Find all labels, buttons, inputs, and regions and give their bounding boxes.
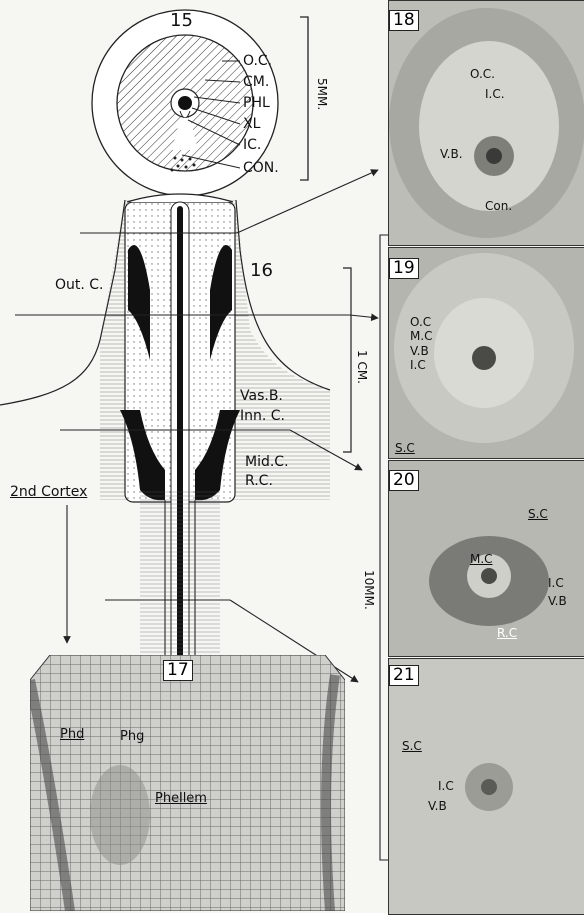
fig17-number: 17 — [163, 660, 193, 681]
fig17-label-phellem: Phellem — [155, 792, 207, 805]
fig19-label-sc: S.C — [395, 442, 415, 454]
fig19-label-mc: M.C — [410, 330, 433, 342]
fig20-number: 20 — [389, 470, 419, 491]
fig21-label-ic: I.C — [438, 780, 454, 792]
fig18-number: 18 — [389, 10, 419, 31]
fig17-label-phg: Phg — [120, 730, 144, 743]
fig19-number: 19 — [389, 258, 419, 279]
fig21-photomicrograph — [388, 658, 584, 915]
fig21-label-sc: S.C — [402, 740, 422, 752]
fig19-label-vb: V.B — [410, 345, 429, 357]
fig21-number: 21 — [389, 665, 419, 686]
fig20-label-vb: V.B — [548, 595, 567, 607]
fig21-label-vb: V.B — [428, 800, 447, 812]
fig20-label-mc: M.C — [470, 553, 493, 565]
fig19-label-ic: I.C — [410, 359, 426, 371]
fig18-label-con: Con. — [485, 200, 512, 212]
fig18-label-oc: O.C. — [470, 68, 495, 80]
fig19-label-oc: O.C — [410, 316, 431, 328]
fig20-label-sc: S.C — [528, 508, 548, 520]
fig20-label-rc: R.C — [497, 627, 517, 639]
fig17-label-phd: Phd — [60, 728, 84, 741]
fig18-label-ic: I.C. — [485, 88, 505, 100]
fig17-photomicrograph — [30, 655, 345, 911]
fig18-label-vb: V.B. — [440, 148, 463, 160]
fig20-label-ic: I.C — [548, 577, 564, 589]
